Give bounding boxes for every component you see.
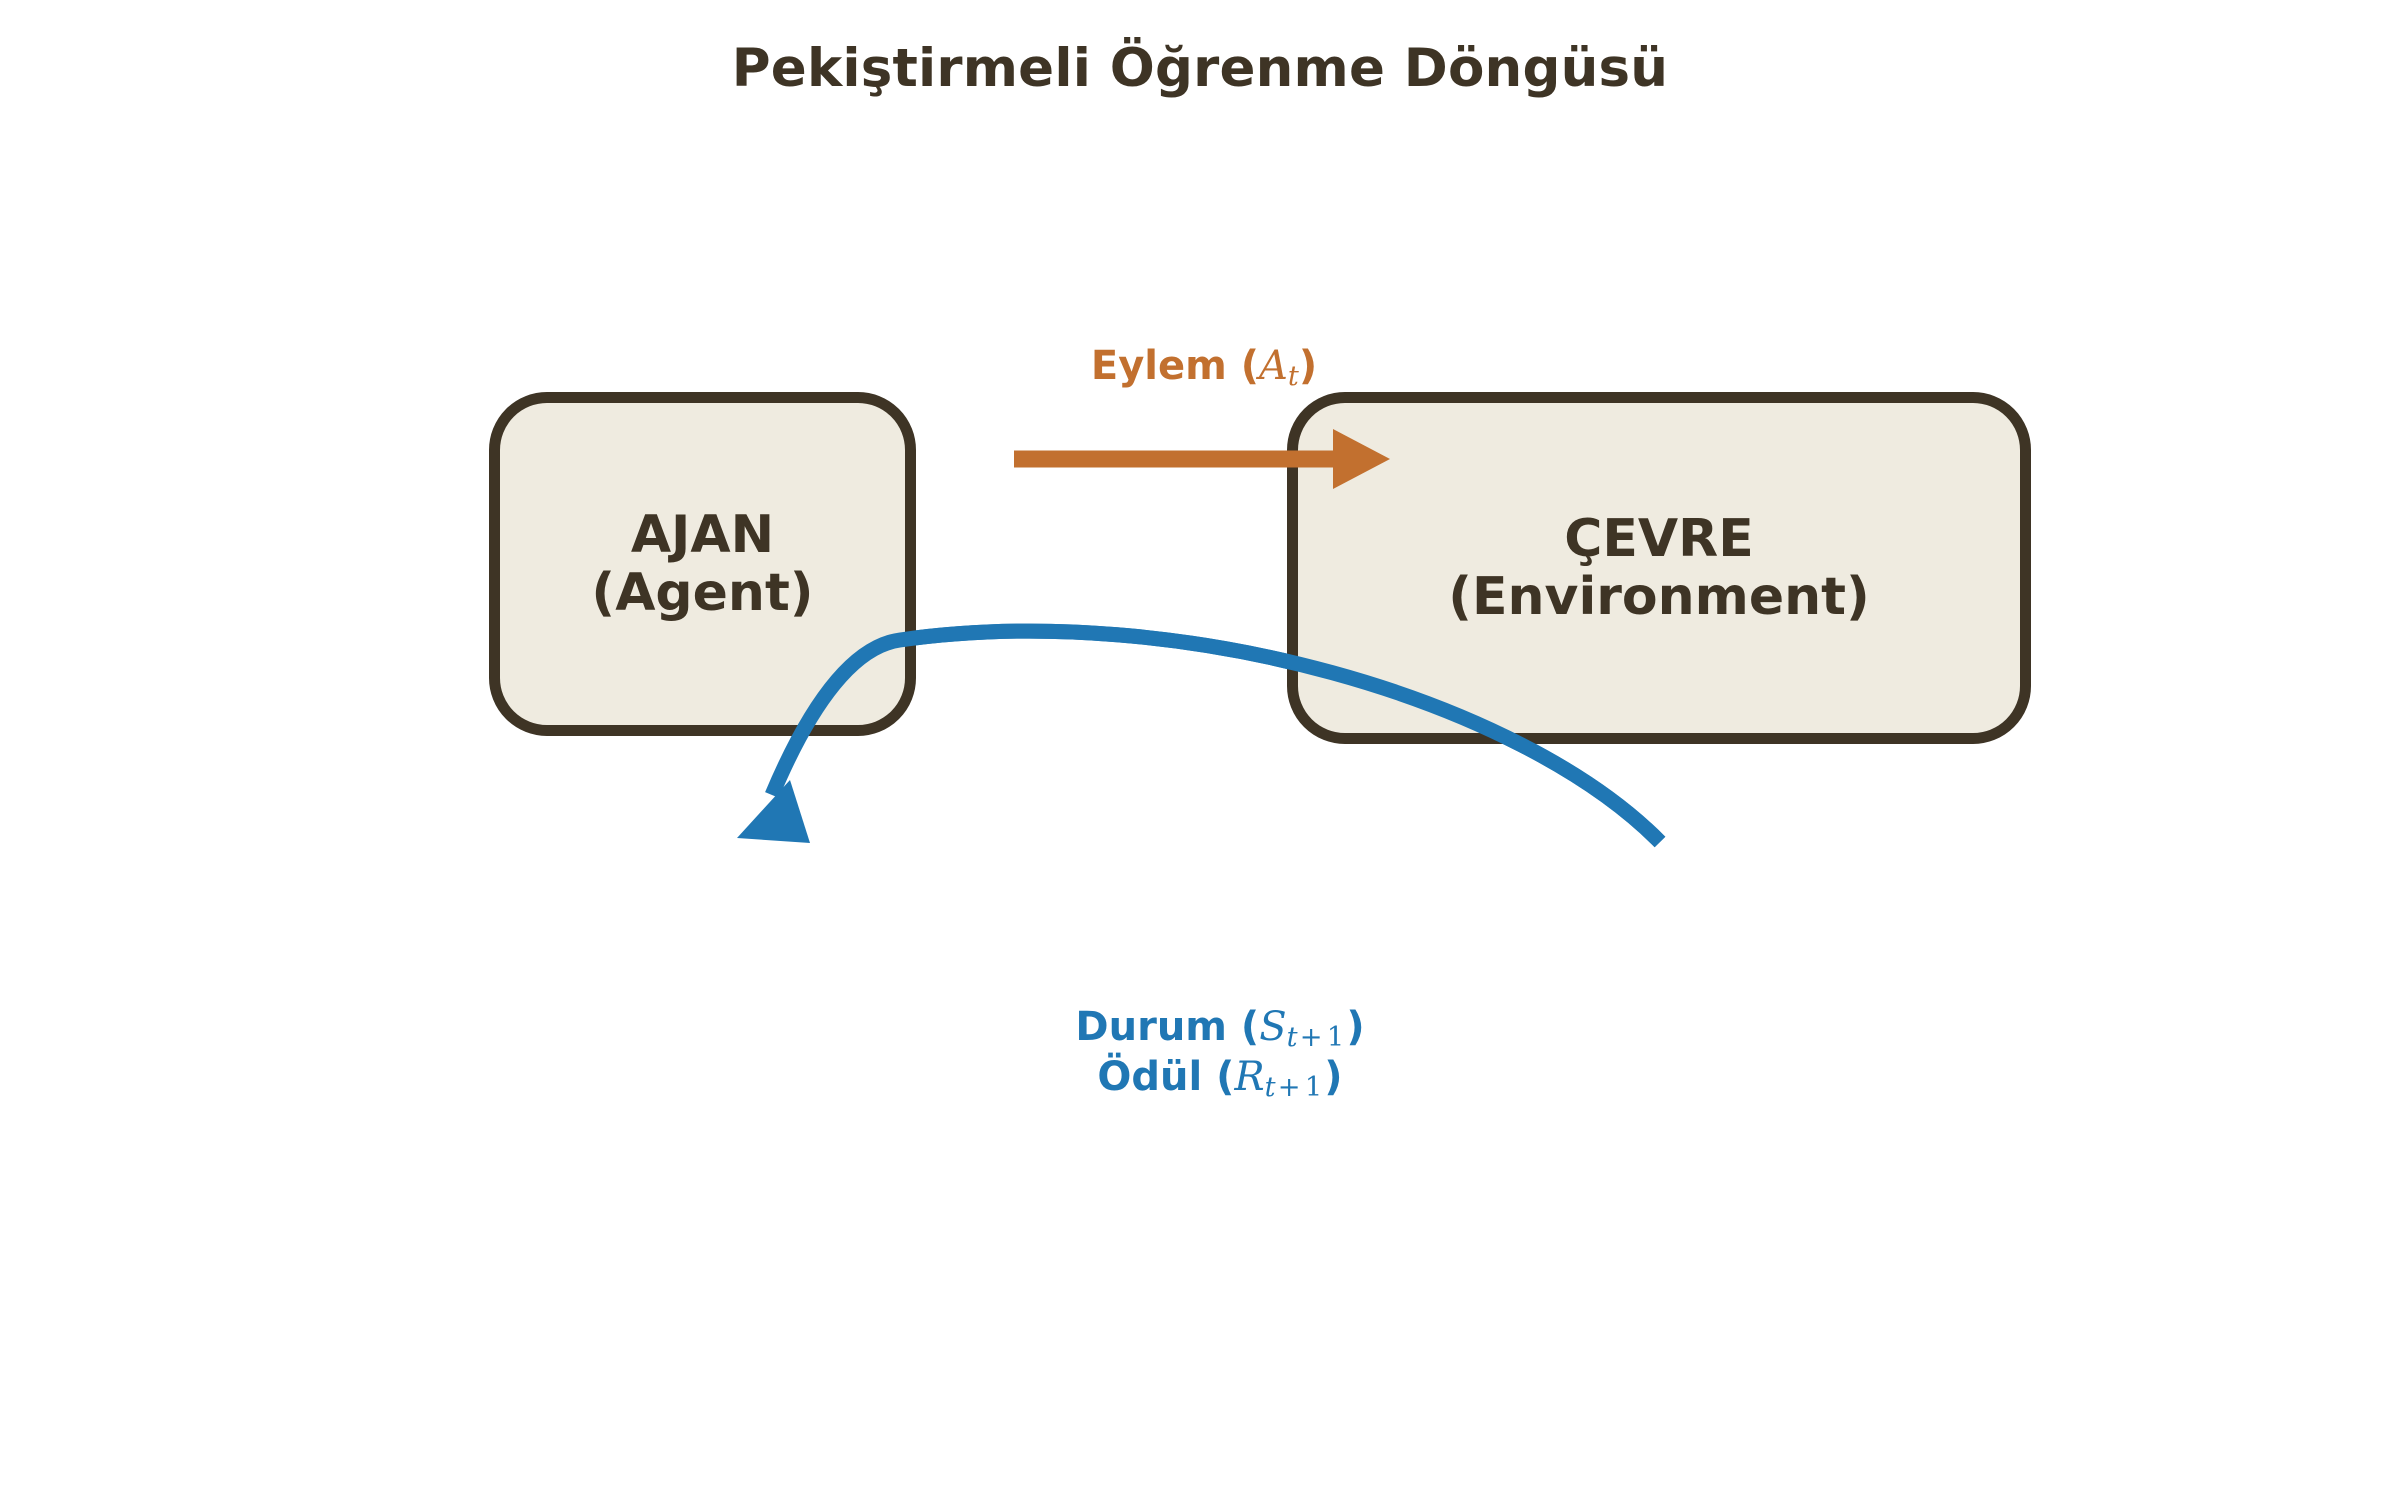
- action-symbol: At: [1259, 343, 1299, 392]
- action-label-close-paren: ): [1298, 343, 1318, 389]
- action-symbol-base: A: [1259, 343, 1288, 389]
- state-sub-num: 1: [1326, 1021, 1345, 1053]
- feedback-label-group: Durum (St+1) Ödül (Rt+1): [20, 1004, 2400, 1104]
- state-open-paren: (: [1240, 1004, 1260, 1050]
- feedback-arrow-head: [737, 780, 810, 843]
- state-symbol-sub: t+1: [1287, 1022, 1347, 1053]
- node-environment-line-1: ÇEVRE: [1564, 508, 1754, 569]
- state-sub-var: t: [1286, 1021, 1298, 1053]
- reward-open-paren: (: [1216, 1054, 1235, 1101]
- reward-symbol-base: R: [1234, 1054, 1265, 1101]
- state-close-paren: ): [1346, 1004, 1365, 1050]
- reward-symbol-sub: t+1: [1265, 1072, 1325, 1103]
- reward-sub-op: +: [1277, 1072, 1301, 1104]
- state-symbol-base: S: [1259, 1004, 1287, 1050]
- page-title: Pekiştirmeli Öğrenme Döngüsü: [731, 38, 1669, 99]
- reward-sub-num: 1: [1304, 1072, 1323, 1104]
- action-label-text: Eylem: [1090, 343, 1227, 389]
- reward-label-text: Ödül: [1097, 1054, 1203, 1101]
- state-label-text: Durum: [1075, 1004, 1227, 1050]
- reward-close-paren: ): [1324, 1054, 1343, 1101]
- node-agent[interactable]: AJAN (Agent): [489, 392, 916, 736]
- reward-sub-var: t: [1264, 1072, 1276, 1104]
- state-label: Durum (St+1): [20, 1004, 2400, 1054]
- state-symbol: St+1: [1259, 1004, 1347, 1053]
- node-environment-line-2: (Environment): [1448, 567, 1870, 627]
- action-label-open-paren: (: [1240, 343, 1260, 389]
- node-agent-line-2: (Agent): [591, 563, 814, 623]
- node-environment[interactable]: ÇEVRE (Environment): [1287, 392, 2031, 744]
- reward-label: Ödül (Rt+1): [20, 1054, 2400, 1104]
- action-symbol-sub: t: [1287, 360, 1299, 392]
- reward-symbol: Rt+1: [1234, 1054, 1325, 1103]
- state-sub-op: +: [1299, 1021, 1323, 1053]
- node-agent-line-1: AJAN: [630, 504, 775, 565]
- action-label: Eylem (At): [4, 343, 2400, 392]
